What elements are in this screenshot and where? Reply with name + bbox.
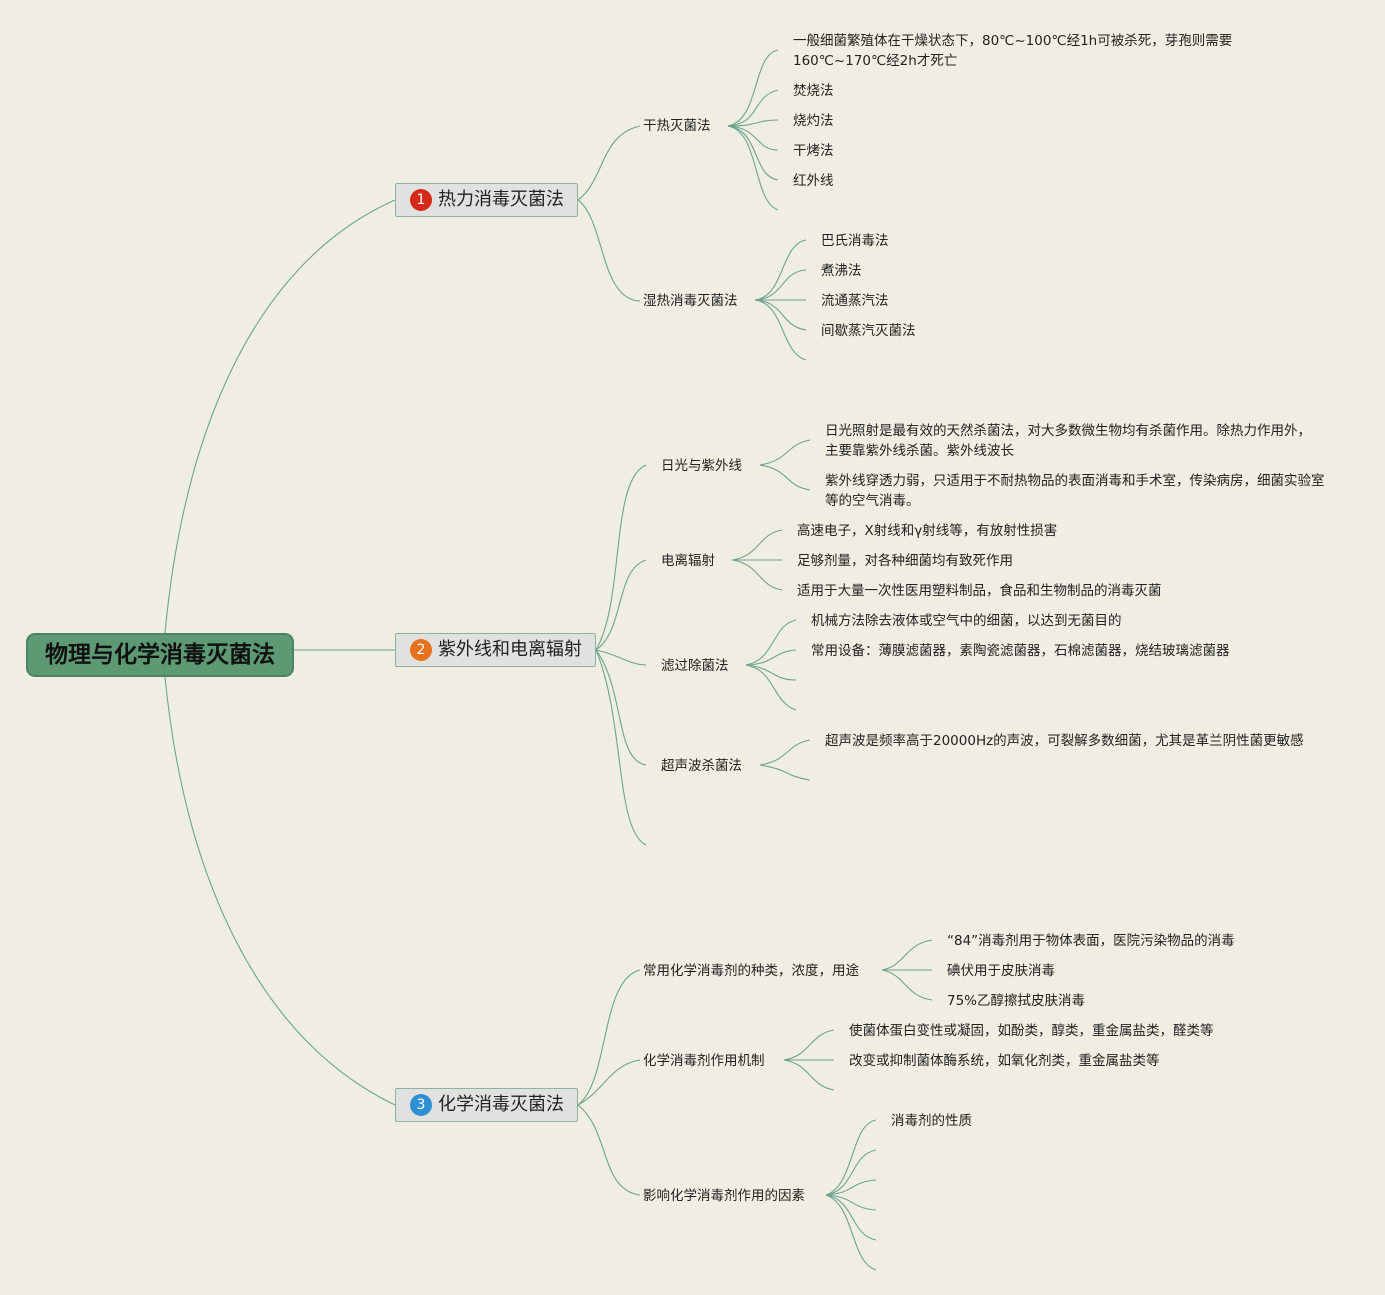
leaf-item[interactable]: 红外线 <box>793 173 834 189</box>
link-b3-c2 <box>577 1059 641 1106</box>
leaf-item[interactable]: 超声波是频率高于20000Hz的声波，可裂解多数细菌，尤其是革兰阴性菌更敏感 <box>825 733 1304 749</box>
main-topic-3[interactable]: 3 化学消毒灭菌法 <box>395 1088 578 1122</box>
leaf-item[interactable]: “84”消毒剂用于物体表面，医院污染物品的消毒 <box>947 933 1235 949</box>
leaf-item[interactable]: 干烤法 <box>793 143 834 159</box>
leaf-item[interactable]: 适用于大量一次性医用塑料制品，食品和生物制品的消毒灭菌 <box>797 583 1162 599</box>
leaf-item[interactable]: 焚烧法 <box>793 83 834 99</box>
main-topic-label: 化学消毒灭菌法 <box>438 1094 564 1115</box>
leaf-item[interactable]: 紫外线穿透力弱，只适用于不耐热物品的表面消毒和手术室，传染病房，细菌实验室等的空… <box>825 473 1325 509</box>
subtopic[interactable]: 影响化学消毒剂作用的因素 <box>643 1188 805 1204</box>
subtopic[interactable]: 化学消毒剂作用机制 <box>643 1053 765 1069</box>
subtopic[interactable]: 滤过除菌法 <box>661 658 729 674</box>
link-b1-c1 <box>577 125 641 201</box>
root-topic[interactable]: 物理与化学消毒灭菌法 <box>26 633 294 677</box>
link-b2-c3 <box>595 649 647 666</box>
leaf-item[interactable]: 常用设备：薄膜滤菌器，素陶瓷滤菌器，石棉滤菌器，烧结玻璃滤菌器 <box>811 643 1230 659</box>
leaf-item[interactable]: 烧灼法 <box>793 113 834 129</box>
subtopic[interactable]: 湿热消毒灭菌法 <box>643 293 738 309</box>
leaf-item[interactable]: 消毒剂的性质 <box>891 1113 972 1129</box>
number-badge-orange: 2 <box>410 639 432 661</box>
subtopic[interactable]: 超声波杀菌法 <box>661 758 742 774</box>
leaf-item[interactable]: 75%乙醇擦拭皮肤消毒 <box>947 993 1086 1009</box>
leaf-item[interactable]: 碘伏用于皮肤消毒 <box>947 963 1055 979</box>
main-topic-label: 热力消毒灭菌法 <box>438 189 564 210</box>
main-topic-1[interactable]: 1 热力消毒灭菌法 <box>395 183 578 217</box>
leaf-item[interactable]: 巴氏消毒法 <box>821 233 889 249</box>
leaf-item[interactable]: 煮沸法 <box>821 263 862 279</box>
subtopic[interactable]: 常用化学消毒剂的种类，浓度，用途 <box>643 963 859 979</box>
leaf-item[interactable]: 机械方法除去液体或空气中的细菌，以达到无菌目的 <box>811 613 1122 629</box>
leaf-item[interactable]: 高速电子，X射线和γ射线等，有放射性损害 <box>797 523 1058 539</box>
link-root-1 <box>164 199 396 634</box>
link-root-3 <box>164 676 396 1106</box>
subtopic[interactable]: 日光与紫外线 <box>661 458 742 474</box>
subtopic[interactable]: 干热灭菌法 <box>643 118 711 134</box>
leaf-item[interactable]: 改变或抑制菌体酶系统，如氧化剂类，重金属盐类等 <box>849 1053 1160 1069</box>
main-topic-2[interactable]: 2 紫外线和电离辐射 <box>395 633 596 667</box>
link-b2-c1 <box>595 464 647 651</box>
leaf-item[interactable]: 间歇蒸汽灭菌法 <box>821 323 916 339</box>
leaf-item[interactable]: 流通蒸汽法 <box>821 293 889 309</box>
number-badge-blue: 3 <box>410 1094 432 1116</box>
main-topic-label: 紫外线和电离辐射 <box>438 639 582 660</box>
number-badge-red: 1 <box>410 189 432 211</box>
leaf-item[interactable]: 足够剂量，对各种细菌均有致死作用 <box>797 553 1013 569</box>
link-b1-c2 <box>577 199 641 302</box>
leaf-item[interactable]: 一般细菌繁殖体在干燥状态下，80℃~100℃经1h可被杀死，芽孢则需要160℃~… <box>793 33 1233 69</box>
link-b2-c4 <box>595 649 647 766</box>
leaf-item[interactable]: 日光照射是最有效的天然杀菌法，对大多数微生物均有杀菌作用。除热力作用外，主要靠紫… <box>825 423 1311 459</box>
link-b2-c5 <box>595 649 647 846</box>
link-b3-c3 <box>577 1104 641 1196</box>
link-b3-c1 <box>577 969 641 1106</box>
link-b2-c2 <box>595 559 647 651</box>
subtopic[interactable]: 电离辐射 <box>661 553 715 569</box>
leaf-item[interactable]: 使菌体蛋白变性或凝固，如酚类，醇类，重金属盐类，醛类等 <box>849 1023 1214 1039</box>
